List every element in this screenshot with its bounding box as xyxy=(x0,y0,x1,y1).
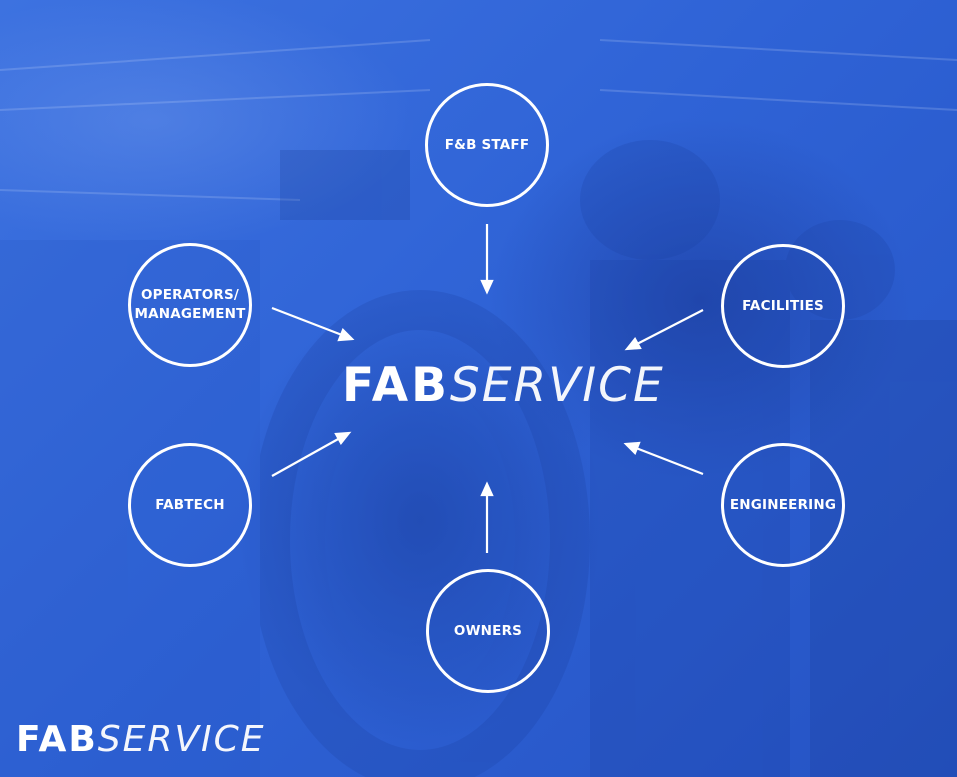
node-label-owners: OWNERS xyxy=(453,622,523,639)
arrow-from-engineering xyxy=(623,441,704,476)
center-logo: FABSERVICE xyxy=(342,362,665,409)
corner-logo-bold: FAB xyxy=(16,719,98,760)
corner-logo: FABSERVICE xyxy=(16,722,266,758)
node-label-engineering: ENGINEERING xyxy=(729,496,837,513)
node-label-operators-management: OPERATORS/ MANAGEMENT xyxy=(134,287,246,322)
node-fb-staff: F&B STAFF xyxy=(425,83,549,207)
node-engineering: ENGINEERING xyxy=(721,443,845,567)
node-label-facilities: FACILITIES xyxy=(742,297,824,314)
node-label-fb-staff: F&B STAFF xyxy=(444,136,530,153)
corner-logo-light: SERVICE xyxy=(97,719,266,760)
center-logo-bold: FAB xyxy=(342,358,450,413)
arrow-from-fabtech xyxy=(271,431,352,477)
node-facilities: FACILITIES xyxy=(721,244,845,368)
arrow-from-fb-staff xyxy=(480,224,494,295)
arrow-from-owners xyxy=(480,481,494,553)
node-owners: OWNERS xyxy=(426,569,550,693)
arrow-from-operators-management xyxy=(271,306,355,342)
node-fabtech: FABTECH xyxy=(128,443,252,567)
center-logo-light: SERVICE xyxy=(449,358,665,413)
node-label-fabtech: FABTECH xyxy=(155,496,225,513)
arrow-from-facilities xyxy=(624,309,704,351)
node-operators-management: OPERATORS/ MANAGEMENT xyxy=(128,243,252,367)
